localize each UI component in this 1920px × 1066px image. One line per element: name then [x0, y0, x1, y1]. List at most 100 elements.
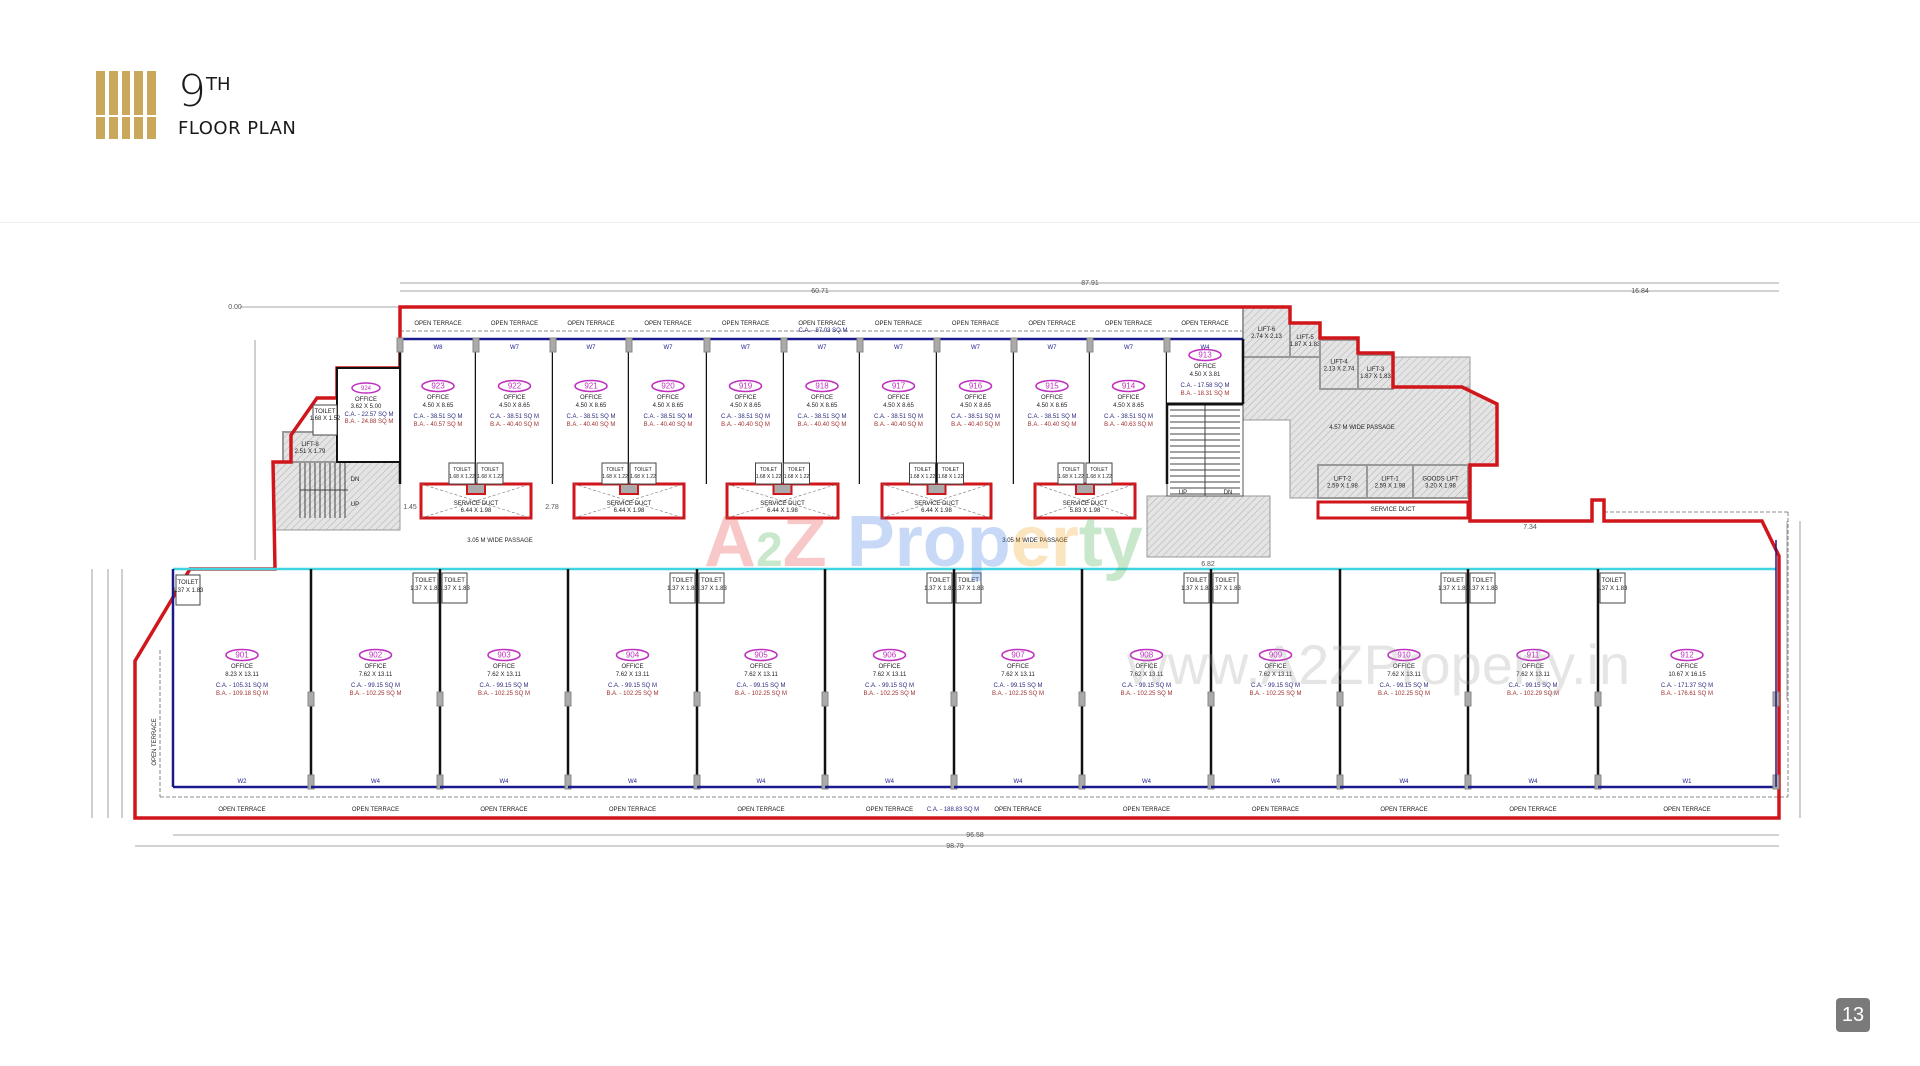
unit-carpet-area: C.A. - 38.51 SQ M — [874, 414, 923, 420]
toilet-label: TOILET — [1472, 578, 1493, 584]
unit-number: 905 — [754, 651, 768, 660]
unit-type: OFFICE — [622, 664, 644, 670]
unit-built-area: B.A. - 18.31 SQ M — [1181, 391, 1230, 397]
window-tag: W7 — [664, 345, 674, 351]
column — [780, 337, 788, 353]
passage-label-core: 4.57 M WIDE PASSAGE — [1329, 425, 1395, 431]
open-terrace-label: OPEN TERRACE — [952, 321, 999, 327]
toilet-dims: 1.37 X 1.83 — [924, 586, 955, 592]
duct-label: SERVICE DUCT — [607, 501, 652, 507]
column — [564, 774, 572, 790]
dim-duct-gap: 2.78 — [545, 504, 559, 511]
unit-built-area: B.A. - 40.40 SQ M — [874, 422, 923, 428]
unit-dims: 4.50 X 8.65 — [807, 403, 838, 409]
duct-dims: 5.83 X 1.98 — [1070, 508, 1101, 514]
toilet-dims: 1.68 X 1.22 — [1086, 474, 1112, 480]
unit-built-area: B.A. - 102.25 SQ M — [1120, 691, 1172, 697]
duct-cross — [726, 483, 839, 519]
lift-name: GOODS LIFT — [1422, 477, 1459, 483]
toilet-box — [955, 572, 982, 604]
unit-tag-ellipse — [872, 648, 907, 662]
toilet-box — [476, 462, 504, 485]
toilet-label: TOILET — [315, 409, 336, 415]
unit-dims: 4.50 X 8.65 — [1113, 403, 1144, 409]
column — [1594, 774, 1602, 790]
unit-type: OFFICE — [1007, 664, 1029, 670]
duct-cross — [420, 483, 532, 519]
unit-tag-ellipse — [1188, 348, 1222, 362]
dim-left-gap: 1.45 — [403, 504, 417, 511]
column — [693, 691, 701, 707]
toilet-label: TOILET — [1443, 578, 1464, 584]
lift-lift-1: LIFT-12.59 X 1.98 — [1366, 464, 1414, 499]
open-terrace-label: OPEN TERRACE — [722, 321, 769, 327]
toilet-label: TOILET — [415, 578, 436, 584]
lift-name: LIFT-8 — [301, 442, 319, 448]
window-tag: W4 — [628, 779, 638, 785]
unit-carpet-area: C.A. - 99.15 SQ M — [865, 683, 914, 689]
open-terrace-label: OPEN TERRACE — [609, 807, 656, 813]
unit-tag-ellipse — [1001, 648, 1035, 662]
unit-tag-ellipse — [1516, 648, 1550, 662]
toilet-dims: 1.37 X 1.83 — [1210, 586, 1241, 592]
unit-carpet-area: C.A. - 99.15 SQ M — [1251, 683, 1300, 689]
unit-built-area: B.A. - 40.40 SQ M — [567, 422, 616, 428]
unit-number: 915 — [1045, 382, 1059, 391]
toilet-dims: 1.68 X 1.22 — [477, 474, 503, 480]
unit-carpet-area: C.A. - 99.15 SQ M — [993, 683, 1042, 689]
unit-number: 903 — [497, 651, 511, 660]
dim-bottom-inner: 96.58 — [966, 832, 984, 839]
unit-carpet-area: C.A. - 105.31 SQ M — [216, 683, 268, 689]
unit-number: 909 — [1269, 651, 1283, 660]
toilet-box — [601, 462, 629, 485]
passage-label-right: 3.05 M WIDE PASSAGE — [1002, 538, 1068, 544]
unit-room — [629, 339, 707, 484]
unit-type: OFFICE — [879, 664, 901, 670]
column — [1594, 691, 1602, 707]
lift-dims: 2.51 X 1.79 — [295, 449, 326, 455]
toilet-label: TOILET — [672, 578, 693, 584]
unit-carpet-area: C.A. - 22.57 SQ M — [344, 412, 393, 418]
toilet-label: TOILET — [942, 467, 959, 473]
window-tag: W1 — [1683, 779, 1693, 785]
window-tag: W4 — [371, 779, 381, 785]
unit-carpet-area: C.A. - 38.51 SQ M — [643, 414, 692, 420]
unit-type: OFFICE — [657, 395, 679, 401]
toilet-label: TOILET — [634, 467, 651, 473]
unit-built-area: B.A. - 40.40 SQ M — [490, 422, 539, 428]
window-tag: W4 — [1142, 779, 1152, 785]
unit-built-area: B.A. - 40.40 SQ M — [721, 422, 770, 428]
toilet-box — [783, 462, 810, 485]
unit-dims: 10.67 X 16.15 — [1668, 672, 1706, 678]
core-stair-up-label: UP — [1179, 490, 1187, 496]
open-terrace-label: OPEN TERRACE — [567, 321, 614, 327]
duct-dims: 6.44 X 1.98 — [767, 508, 798, 514]
toilet-label: TOILET — [701, 578, 722, 584]
building-bars-icon — [96, 71, 156, 139]
core-service-duct — [1316, 500, 1470, 520]
window-tag: W7 — [1124, 345, 1134, 351]
duct-cross — [726, 483, 839, 519]
dim-top-row: 60.71 — [811, 288, 829, 295]
duct-label: SERVICE DUCT — [454, 501, 499, 507]
unit-built-area: B.A. - 40.40 SQ M — [951, 422, 1000, 428]
unit-number: 904 — [626, 651, 640, 660]
window-tag: W4 — [885, 779, 895, 785]
window-tag: W4 — [1400, 779, 1410, 785]
toilet-dims: 1.37 X 1.83 — [696, 586, 727, 592]
open-terrace-label: OPEN TERRACE — [352, 807, 399, 813]
